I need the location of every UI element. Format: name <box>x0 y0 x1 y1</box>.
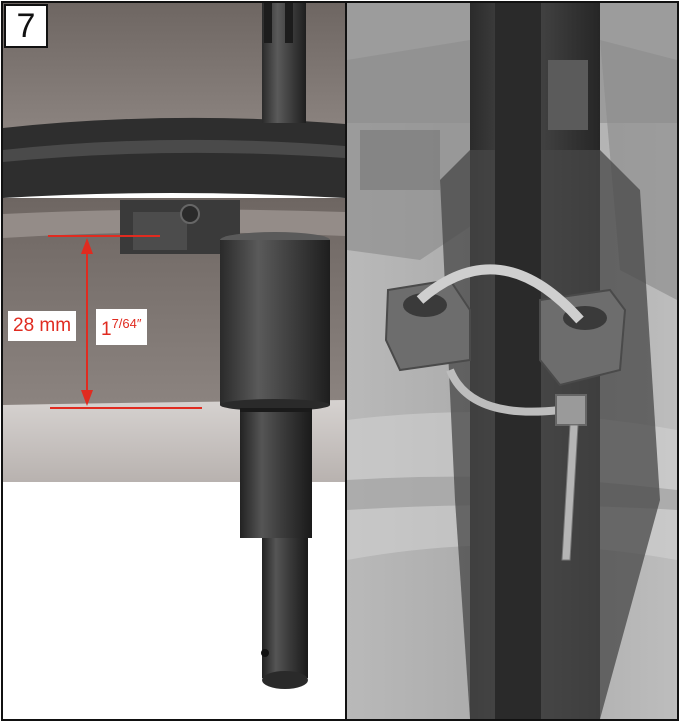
tie-tail <box>561 424 579 561</box>
tie-strap <box>416 264 584 324</box>
imperial-unit: ″ <box>136 316 142 331</box>
pin-lower <box>262 538 308 678</box>
main-cylinder <box>220 240 330 405</box>
ring-band <box>3 117 345 198</box>
cable-tie <box>384 264 627 561</box>
dimension-metric-label: 28 mm <box>8 311 77 341</box>
screw-head <box>180 204 200 224</box>
pin-upper <box>240 408 312 538</box>
step-number-badge: 7 <box>4 4 48 48</box>
dimension-marker <box>48 235 202 409</box>
right-panel <box>347 3 677 719</box>
dimension-arrow-up <box>81 238 93 254</box>
left-panel <box>3 3 345 719</box>
imperial-fraction: 7/64 <box>111 316 137 331</box>
imperial-whole: 1 <box>101 319 112 340</box>
tie-lock <box>555 394 587 426</box>
dimension-arrow-down <box>81 390 93 406</box>
clip-right <box>539 288 627 387</box>
dimension-imperial-label: 17/64″ <box>96 309 147 345</box>
pin-hole <box>261 649 269 657</box>
